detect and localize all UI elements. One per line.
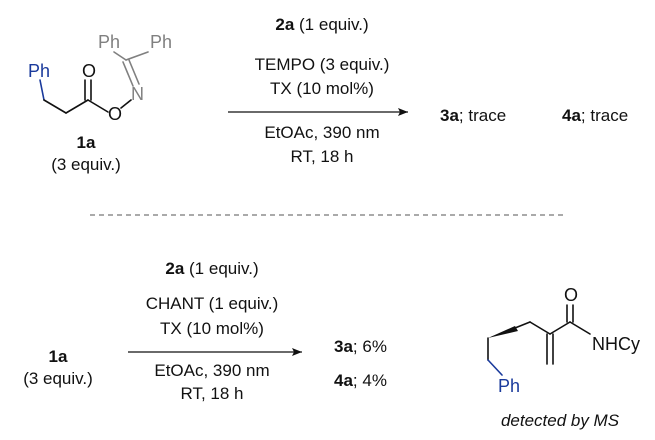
bottom-reaction-arrow — [128, 348, 302, 356]
bond-ch2-ch2-upper — [509, 321, 531, 331]
detected-caption: detected by MS — [501, 411, 620, 430]
bond-carbonyl-n — [569, 321, 591, 335]
bottom-cond-reagent-id: 2a — [165, 259, 184, 278]
bottom-reactant-equiv: (3 equiv.) — [23, 369, 93, 388]
detected-structure: O NHCy Ph — [487, 285, 640, 396]
bottom-product-3a: 3a; 6% — [334, 337, 387, 356]
top-cond-reagent: 2a (1 equiv.) — [275, 15, 368, 34]
label-o-carbonyl: O — [82, 61, 96, 81]
label-detected-o: O — [564, 285, 578, 305]
top-product-4a: 4a; trace — [562, 106, 628, 125]
bond-ph-ch2 — [39, 79, 45, 101]
label-ph-top1: Ph — [98, 32, 120, 52]
bottom-reactant-id: 1a — [49, 347, 68, 366]
bond-n-c-double-b — [128, 59, 140, 85]
top-reaction-arrow — [228, 108, 408, 116]
bond-c-ph2 — [125, 51, 149, 61]
bottom-cond-line3: TX (10 mol%) — [160, 319, 264, 338]
top-cond-line3: TX (10 mol%) — [270, 79, 374, 98]
bond-n-c-double-a — [122, 61, 134, 87]
label-ph-top2: Ph — [150, 32, 172, 52]
bottom-cond-line2: CHANT (1 equiv.) — [146, 294, 279, 313]
top-reactant-id: 1a — [77, 133, 96, 152]
bond-ch2-ch2 — [43, 99, 67, 114]
top-cond-reagent-id: 2a — [275, 15, 294, 34]
label-detected-nhcy: NHCy — [592, 334, 640, 354]
bond-alkene-carbonyl — [549, 321, 571, 335]
top-cond-below-line1: EtOAc, 390 nm — [264, 123, 379, 142]
top-reactant-equiv: (3 equiv.) — [51, 155, 121, 174]
top-cond-line2: TEMPO (3 equiv.) — [255, 55, 390, 74]
bottom-cond-below-line1: EtOAc, 390 nm — [154, 361, 269, 380]
label-n: N — [131, 84, 144, 104]
top-product-3a: 3a; trace — [440, 106, 506, 125]
bottom-cond-reagent-equiv: (1 equiv.) — [184, 259, 258, 278]
label-detected-ph: Ph — [498, 376, 520, 396]
top-cond-reagent-equiv: (1 equiv.) — [294, 15, 368, 34]
label-ph-left: Ph — [28, 61, 50, 81]
label-o-ester: O — [108, 104, 122, 124]
bottom-cond-below-line2: RT, 18 h — [180, 384, 243, 403]
bond-ch2-alkene — [529, 321, 551, 335]
top-reactant-structure: Ph O O N Ph Ph — [28, 32, 172, 124]
bond-oester-n — [120, 99, 132, 109]
bottom-cond-reagent: 2a (1 equiv.) — [165, 259, 258, 278]
bond-chain-ph — [487, 359, 503, 376]
bond-c-ph1 — [113, 51, 127, 61]
bottom-product-4a: 4a; 4% — [334, 371, 387, 390]
bond-ch2-carbonyl — [65, 99, 89, 114]
bond-carbonyl-oester — [87, 99, 109, 113]
top-cond-below-line2: RT, 18 h — [290, 147, 353, 166]
